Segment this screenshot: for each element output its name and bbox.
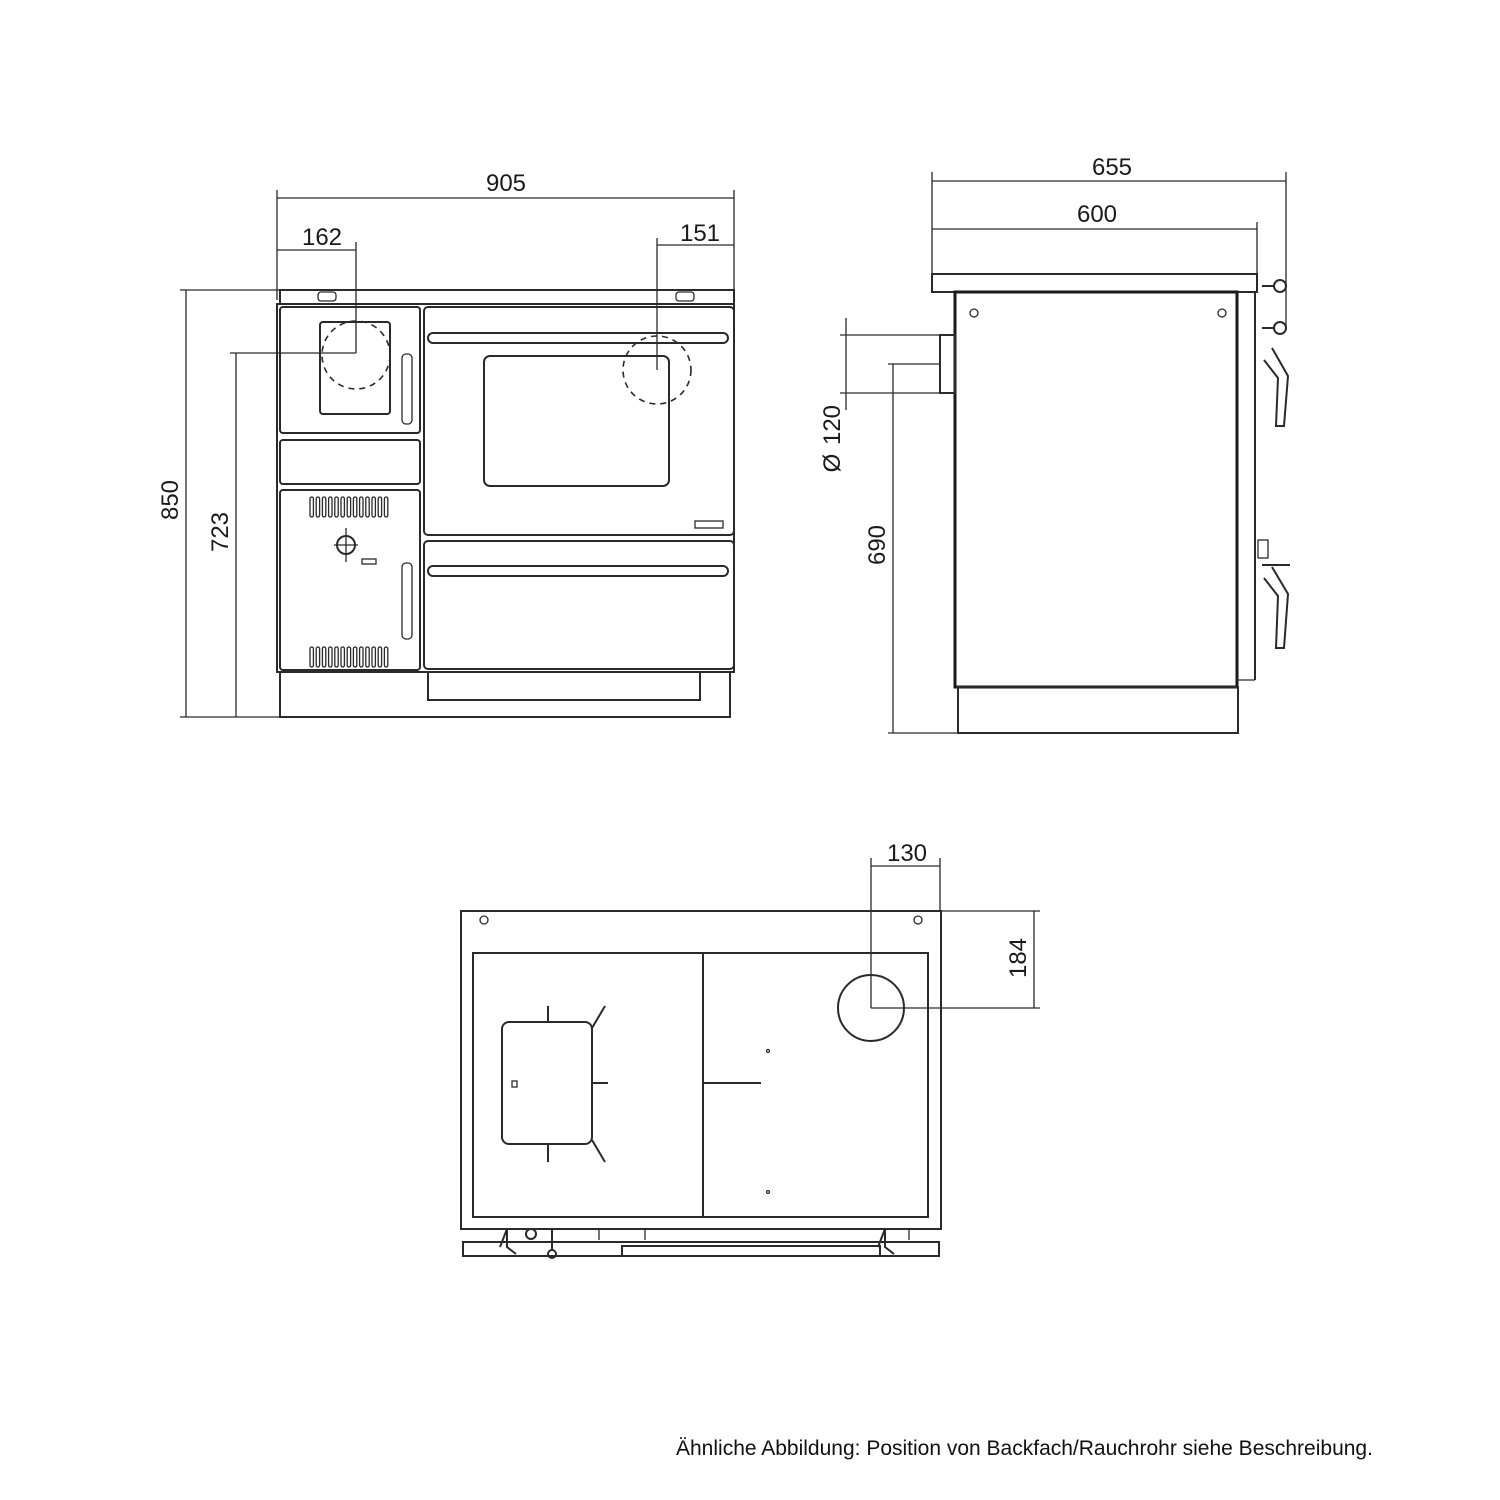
caption: Ähnliche Abbildung: Position von Backfac… xyxy=(676,1437,1373,1460)
vent-slot xyxy=(365,646,370,668)
top-dimension-lines xyxy=(870,858,1040,1009)
dim-151: 151 xyxy=(680,220,720,247)
vent-slot xyxy=(340,646,346,668)
vent-slot xyxy=(327,646,333,668)
vent-slot xyxy=(309,496,315,518)
vent-slot xyxy=(327,496,333,518)
vent-slot xyxy=(321,496,327,518)
vent-slot xyxy=(315,496,321,518)
vent-slot xyxy=(377,646,383,668)
dim-120: 120 xyxy=(819,405,846,445)
vent-slot xyxy=(358,496,364,518)
vent-slot xyxy=(365,496,370,518)
vent-slot xyxy=(315,646,321,668)
vent-slot xyxy=(346,496,352,518)
vent-slot xyxy=(321,646,327,668)
dim-690: 690 xyxy=(864,525,891,565)
dim-130: 130 xyxy=(887,840,927,867)
vent-slots-top xyxy=(309,496,389,518)
vent-slot xyxy=(352,496,358,518)
vent-slot xyxy=(340,496,346,518)
vent-slot xyxy=(358,646,364,668)
vent-slot xyxy=(352,646,358,668)
dim-723: 723 xyxy=(207,512,234,552)
side-view xyxy=(931,273,1290,734)
side-dimension-lines xyxy=(840,172,1287,734)
vent-slot xyxy=(383,646,389,668)
top-view xyxy=(460,910,942,1259)
dim-905: 905 xyxy=(486,170,526,197)
dim-162: 162 xyxy=(302,224,342,251)
vent-slot xyxy=(377,496,383,518)
vent-slot xyxy=(383,496,389,518)
vent-slot xyxy=(334,496,339,518)
front-view xyxy=(276,289,735,718)
vent-slot xyxy=(371,496,377,518)
dim-850: 850 xyxy=(157,480,184,520)
dim-600: 600 xyxy=(1077,201,1117,228)
vent-slot xyxy=(346,646,352,668)
vent-slots-bottom xyxy=(309,646,389,668)
front-dimension-lines xyxy=(180,190,735,718)
vent-slot xyxy=(334,646,339,668)
vent-slot xyxy=(371,646,377,668)
dim-655: 655 xyxy=(1092,154,1132,181)
vent-slot xyxy=(309,646,315,668)
dim-184: 184 xyxy=(1005,938,1032,978)
diameter-symbol: Ø xyxy=(819,454,846,473)
